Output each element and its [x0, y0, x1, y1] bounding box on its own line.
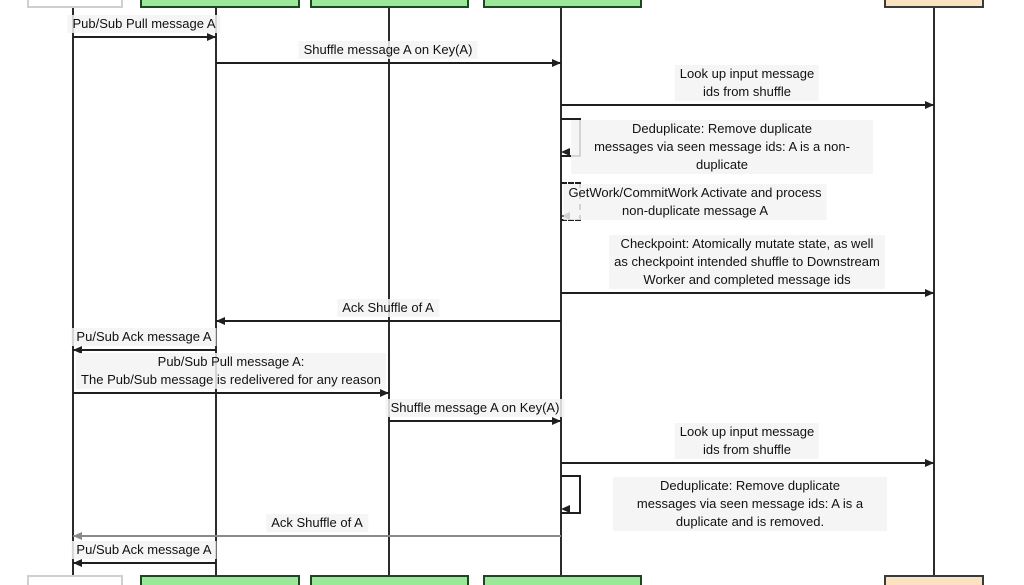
self-message-loop: [561, 475, 581, 514]
lifeline-1: [72, 8, 74, 576]
arrowhead-icon: [73, 559, 82, 567]
arrowhead-icon: [561, 148, 570, 156]
message-label: Deduplicate: Remove duplicate messages v…: [613, 477, 887, 531]
arrowhead-icon: [925, 289, 934, 297]
message-label: Deduplicate: Remove duplicate messages v…: [571, 120, 873, 174]
participant-top-1: [27, 0, 123, 8]
message-arrow-line: [389, 420, 561, 422]
message-arrow-line: [561, 292, 934, 294]
message-label: Pu/Sub Ack message A: [71, 541, 217, 559]
arrowhead-icon: [73, 346, 82, 354]
arrowhead-icon: [380, 389, 389, 397]
message-label: Look up input message ids from shuffle: [674, 423, 820, 459]
message-arrow-line: [216, 320, 561, 322]
arrowhead-icon: [925, 459, 934, 467]
arrowhead-icon: [207, 33, 216, 41]
message-arrow-line: [216, 62, 561, 64]
lifeline-3: [388, 8, 390, 576]
message-arrow-line: [561, 462, 934, 464]
arrowhead-icon: [73, 532, 82, 540]
message-label: Ack Shuffle of A: [337, 299, 439, 317]
lifeline-2: [215, 8, 217, 576]
participant-bottom-2: [140, 575, 300, 585]
participant-top-3: [310, 0, 469, 8]
arrowhead-icon: [925, 101, 934, 109]
message-label: Pu/Sub Ack message A: [71, 328, 217, 346]
message-label: Look up input message ids from shuffle: [674, 65, 820, 101]
arrowhead-icon: [552, 417, 561, 425]
participant-top-4: [483, 0, 642, 8]
participant-bottom-5: [884, 575, 984, 585]
participant-bottom-1: [27, 575, 123, 585]
arrowhead-icon: [216, 317, 225, 325]
participant-bottom-4: [483, 575, 642, 585]
message-arrow-line: [561, 104, 934, 106]
message-arrow-line: [73, 562, 216, 564]
arrowhead-icon: [561, 505, 570, 513]
message-arrow-line: [73, 36, 216, 38]
lifeline-5: [933, 8, 935, 576]
participant-top-2: [140, 0, 300, 8]
message-label: Checkpoint: Atomically mutate state, as …: [609, 235, 885, 289]
participant-bottom-3: [310, 575, 469, 585]
message-label: Shuffle message A on Key(A): [298, 41, 478, 59]
message-arrow-line: [73, 392, 389, 394]
message-label: Ack Shuffle of A: [266, 514, 368, 532]
message-label: Pub/Sub Pull message A: The Pub/Sub mess…: [76, 353, 386, 389]
arrowhead-icon: [552, 59, 561, 67]
message-label: Pub/Sub Pull message A: [67, 15, 221, 33]
message-label: GetWork/CommitWork Activate and process …: [563, 184, 827, 220]
participant-top-5: [884, 0, 984, 8]
message-label: Shuffle message A on Key(A): [385, 399, 565, 417]
message-arrow-line-gray: [73, 535, 561, 537]
message-arrow-line: [73, 349, 216, 351]
